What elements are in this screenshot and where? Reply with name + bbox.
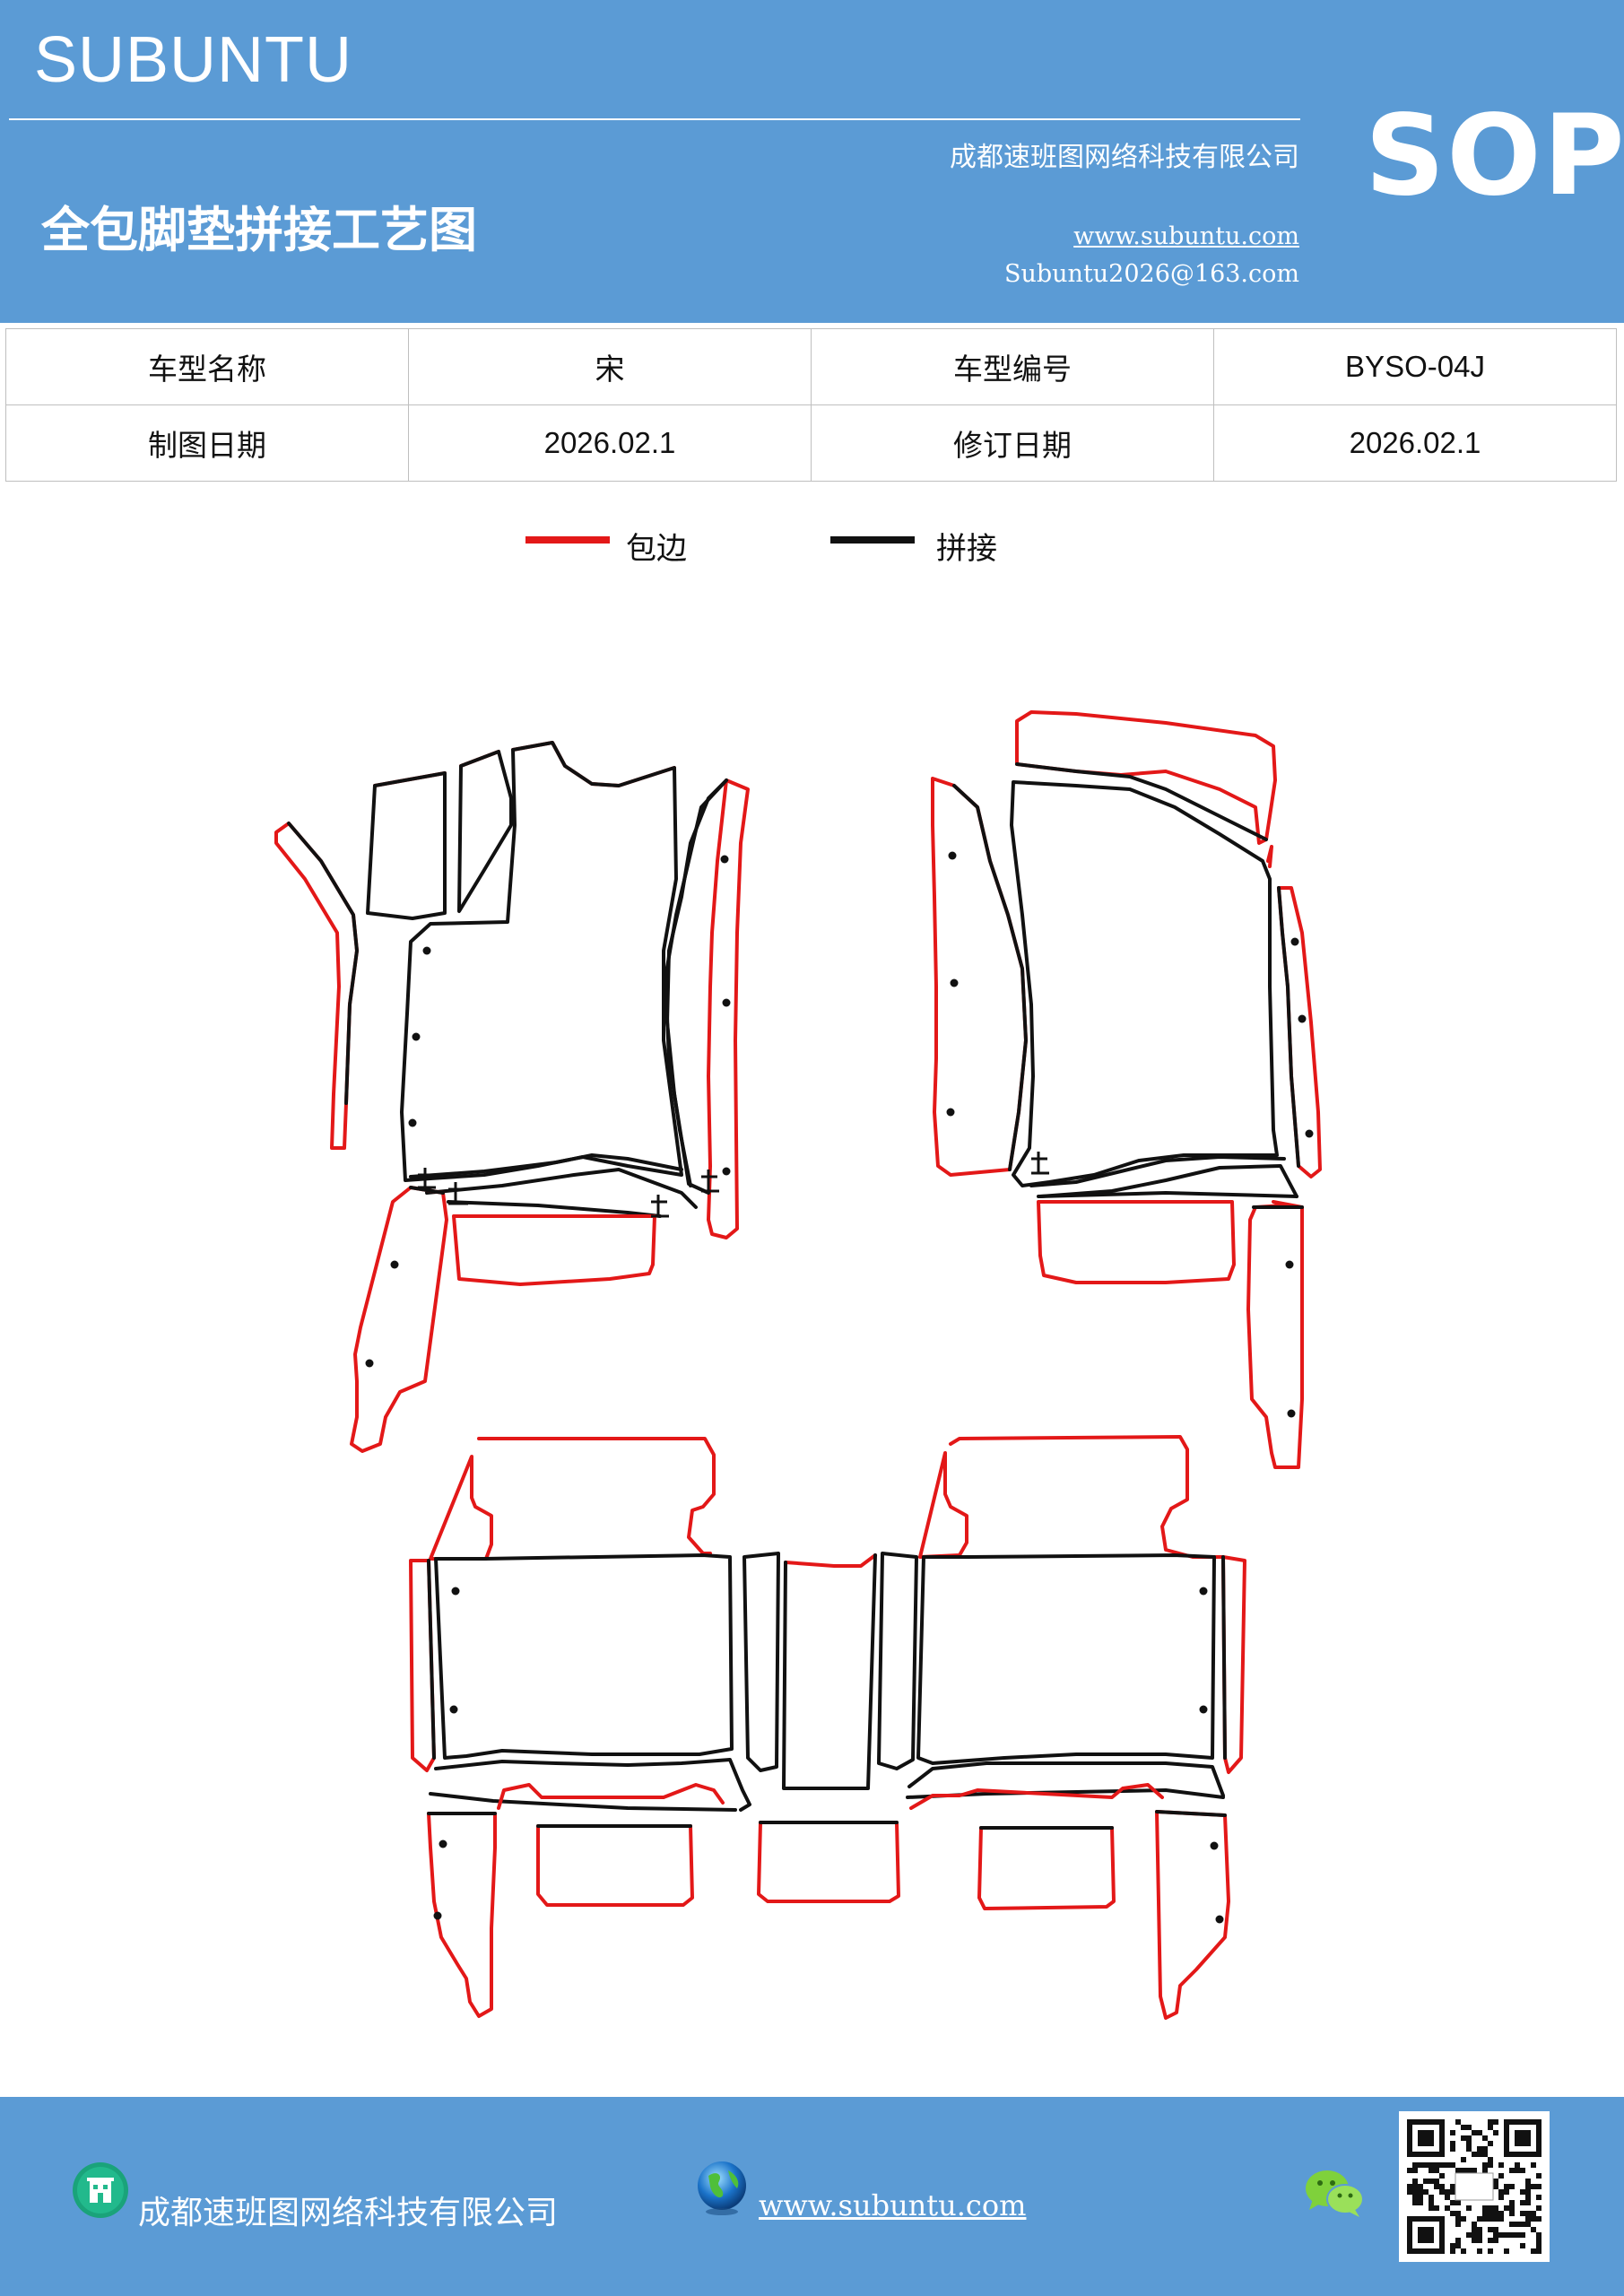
revision-date-label: 修订日期 [811, 404, 1214, 482]
header-divider [9, 118, 1300, 120]
brand-name: SUBUNTU [34, 24, 353, 96]
rear-right-heel-pad [977, 1826, 1116, 1910]
front-right-heel-pad [1037, 1200, 1236, 1284]
header-email[interactable]: Subuntu2026@163.com [1004, 260, 1299, 288]
front-left-mat-group [274, 741, 750, 1453]
rear-right-main-panel [916, 1553, 1216, 1765]
front-left-panel-b [457, 750, 513, 913]
front-left-outer-splice [287, 822, 359, 1105]
front-right-inner-seam [1277, 886, 1300, 1168]
draw-date-value: 2026.02.1 [408, 404, 812, 482]
legend-edge-label: 包边 [626, 531, 687, 567]
front-right-tunnel-strip [1246, 1200, 1304, 1469]
rear-right-outer-seam [1221, 1555, 1227, 1760]
rear-left-heel-pad [536, 1824, 694, 1907]
sop-badge: SOP [1365, 91, 1624, 221]
front-left-side-strip-seam [409, 1186, 445, 1195]
rear-left-main-panel [434, 1553, 734, 1760]
front-right-inner-top [1266, 845, 1273, 868]
front-right-seam-3 [1037, 1191, 1298, 1198]
rear-left-step [497, 1783, 725, 1810]
rear-right-step [909, 1783, 1164, 1810]
rear-tunnel-top [784, 1553, 877, 1568]
rear-left-outer-seam [427, 1559, 436, 1760]
front-left-seam-2 [425, 1168, 698, 1209]
model-code-label: 车型编号 [811, 328, 1214, 405]
front-left-tunnel-strip [707, 778, 750, 1239]
front-right-seam-2 [1038, 1164, 1298, 1198]
page-title: 全包脚垫拼接工艺图 [41, 201, 477, 258]
rear-left-outer-strip [409, 1559, 436, 1772]
rear-left-lower-seam [429, 1792, 737, 1812]
revision-date-value: 2026.02.1 [1213, 404, 1617, 482]
table-row: 车型名称 宋 车型编号 BYSO-04J [5, 328, 1617, 405]
footer-website-link[interactable]: www.subuntu.com [759, 2188, 1027, 2222]
legend-splice-swatch [830, 536, 915, 544]
front-right-inner-strip [1277, 886, 1322, 1178]
draw-date-label: 制图日期 [5, 404, 409, 482]
building-icon [72, 2161, 129, 2222]
rear-left-lower-strip [427, 1812, 497, 2018]
table-row: 制图日期 2026.02.1 修订日期 2026.02.1 [5, 404, 1617, 482]
legend-edge-swatch [525, 536, 610, 544]
front-left-tunnel-inner [664, 778, 728, 1187]
model-code-value: BYSO-04J [1213, 328, 1617, 405]
front-left-side-strip-lower [350, 1186, 448, 1453]
rear-right-lower-strip-seam [1155, 1810, 1227, 1817]
wechat-icon [1304, 2167, 1365, 2222]
rear-mat-group [409, 1435, 1246, 2020]
front-right-main-panel [1010, 780, 1279, 1187]
front-left-heel-pad [452, 1214, 656, 1286]
page-header: SUBUNTU 成都速班图网络科技有限公司 全包脚垫拼接工艺图 www.subu… [0, 0, 1624, 323]
rear-tunnel-panel [782, 1553, 877, 1790]
front-left-seam-3 [447, 1200, 662, 1218]
front-right-outer-seam [952, 784, 1028, 1171]
model-name-value: 宋 [408, 328, 812, 405]
seam-markers [418, 1152, 1049, 1218]
vehicle-info-table: 车型名称 宋 车型编号 BYSO-04J 制图日期 2026.02.1 修订日期… [5, 328, 1617, 482]
snap-dots [365, 851, 1314, 1924]
rear-left-seam [434, 1758, 751, 1812]
front-right-mat-group [931, 710, 1322, 1469]
footer-company: 成都速班图网络科技有限公司 [138, 2195, 559, 2231]
header-website-link[interactable]: www.subuntu.com [1073, 222, 1299, 250]
rear-tunnel-right-strip [877, 1552, 918, 1770]
rear-right-upper-pad [918, 1435, 1225, 1559]
model-name-label: 车型名称 [5, 328, 409, 405]
front-right-top-seam [1015, 762, 1268, 841]
rear-right-lower-strip [1155, 1810, 1230, 2020]
rear-left-upper-pad [429, 1437, 716, 1561]
rear-right-seam [908, 1761, 1225, 1797]
qr-code-icon[interactable] [1399, 2111, 1550, 2266]
globe-icon [692, 2158, 751, 2221]
page-footer: 成都速班图网络科技有限公司 www.subuntu.com [0, 2097, 1624, 2296]
header-company: 成都速班图网络科技有限公司 [950, 142, 1299, 173]
front-right-seam-1 [1029, 1155, 1286, 1187]
front-left-seam-1 [409, 1153, 683, 1178]
front-left-panel-a [366, 771, 447, 920]
legend-splice-label: 拼接 [936, 531, 997, 567]
rear-tunnel-pad [757, 1821, 900, 1903]
rear-tunnel-left-strip [743, 1552, 780, 1772]
